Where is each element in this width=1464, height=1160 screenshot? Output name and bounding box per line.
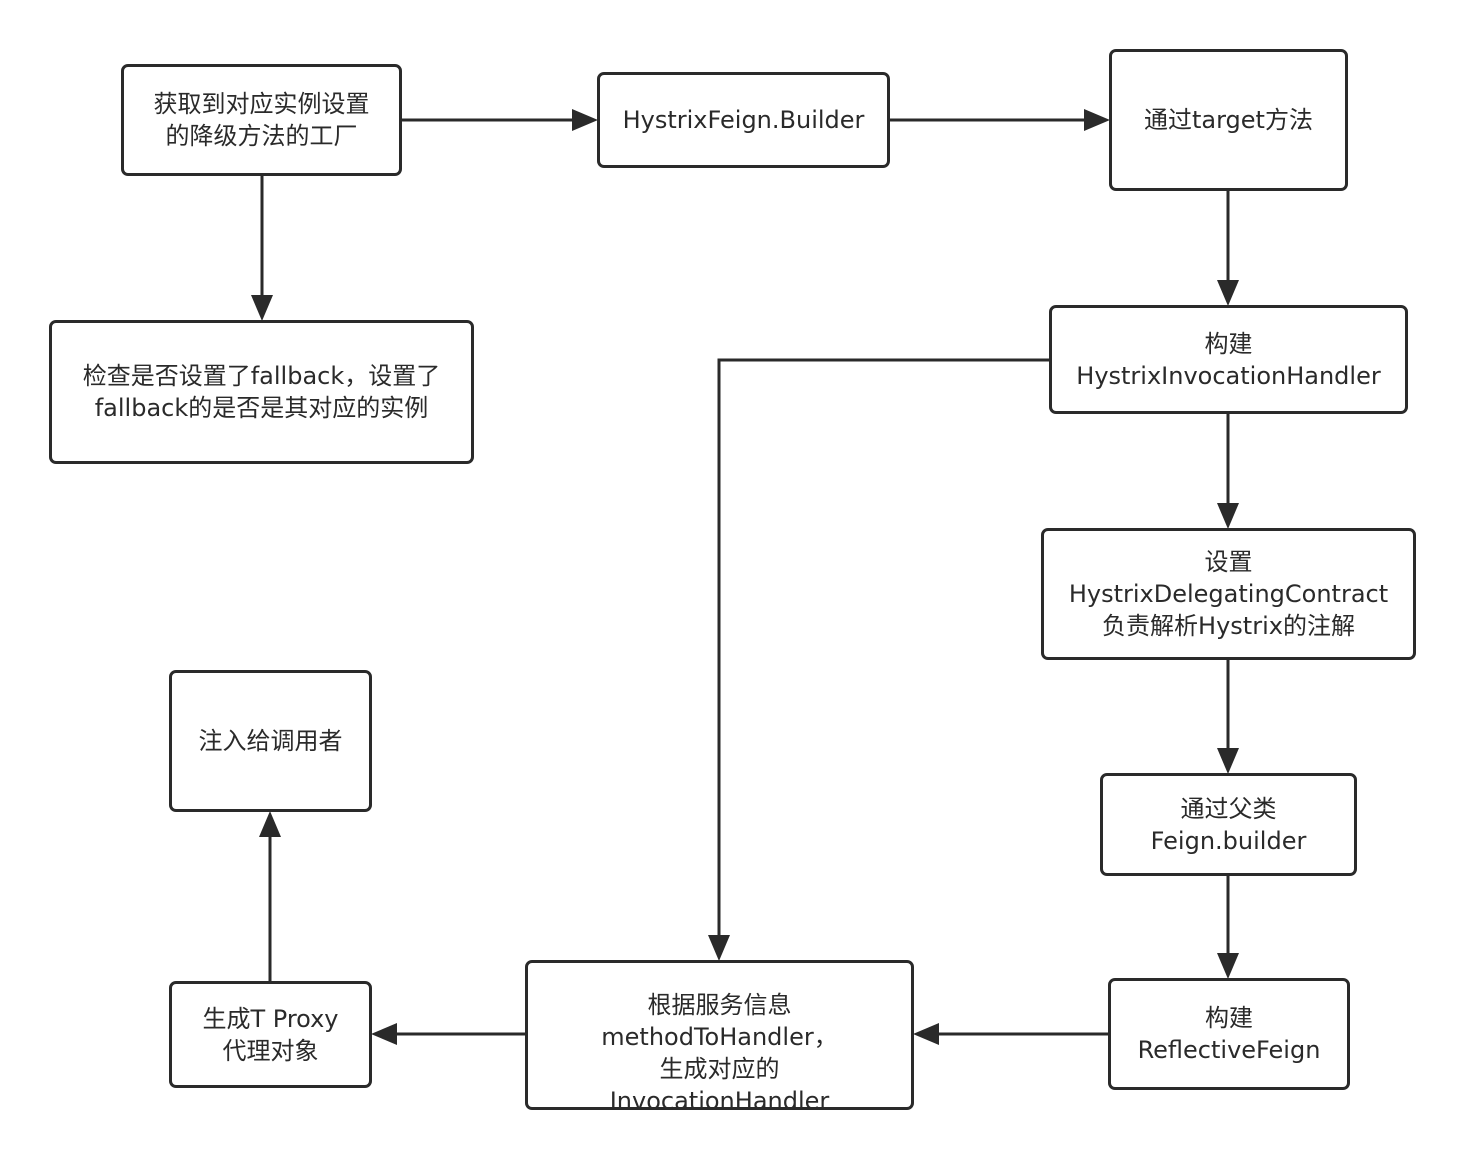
node-parent-builder-line-1: 通过父类 [1180, 794, 1277, 823]
arrowhead-factory-to-check [251, 295, 273, 321]
node-get-factory: 获取到对应实例设置 的降级方法的工厂 [121, 64, 402, 176]
node-target-method: 通过target方法 [1109, 49, 1348, 191]
node-get-factory-line-1: 获取到对应实例设置 [153, 90, 370, 118]
node-method-to-handler-line-4: InvocationHandler [609, 1087, 830, 1110]
node-build-reflective-feign-line-2: ReflectiveFeign [1137, 1036, 1321, 1064]
arrowhead-handler-to-method [708, 935, 730, 961]
node-hystrix-feign-builder: HystrixFeign.Builder [597, 72, 890, 168]
node-method-to-handler: 根据服务信息 methodToHandler， 生成对应的 Invocation… [525, 960, 914, 1110]
node-set-contract: 设置 HystrixDelegatingContract 负责解析Hystrix… [1041, 528, 1416, 660]
arrowhead-proxy-to-inject [259, 811, 281, 837]
node-hystrix-feign-builder-line-1: HystrixFeign.Builder [622, 106, 865, 134]
arrowhead-target-to-handler [1217, 280, 1239, 306]
node-check-fallback-line-1: 检查是否设置了fallback，设置了 [82, 362, 441, 390]
arrowhead-reflective-to-method [913, 1023, 939, 1045]
node-build-reflective-feign: 构建 ReflectiveFeign [1108, 978, 1350, 1090]
node-build-invocation-handler-line-2: HystrixInvocationHandler [1076, 361, 1381, 390]
node-inject-caller-line-1: 注入给调用者 [198, 727, 343, 755]
arrowhead-parent-to-reflective [1217, 953, 1239, 979]
node-get-factory-line-2: 的降级方法的工厂 [165, 122, 358, 150]
node-generate-proxy: 生成T Proxy 代理对象 [169, 981, 372, 1088]
node-generate-proxy-line-1: 生成T Proxy [202, 1004, 339, 1033]
node-set-contract-line-2: HystrixDelegatingContract [1068, 580, 1389, 608]
node-build-reflective-feign-line-1: 构建 [1205, 1004, 1253, 1032]
arrowhead-builder-to-target [1084, 109, 1110, 131]
node-method-to-handler-line-1: 根据服务信息 [647, 991, 792, 1019]
arrowhead-factory-to-builder [572, 109, 598, 131]
node-set-contract-line-3: 负责解析Hystrix的注解 [1102, 612, 1355, 640]
node-set-contract-line-1: 设置 [1204, 548, 1253, 576]
node-check-fallback-line-2: fallback的是否是其对应的实例 [94, 394, 429, 422]
node-check-fallback: 检查是否设置了fallback，设置了 fallback的是否是其对应的实例 [49, 320, 474, 464]
arrowhead-method-to-proxy [371, 1023, 397, 1045]
node-target-method-line-1: 通过target方法 [1144, 106, 1313, 134]
node-inject-caller: 注入给调用者 [169, 670, 372, 812]
arrow-handler-to-method [717, 358, 1050, 940]
node-parent-builder: 通过父类 Feign.builder [1100, 773, 1357, 876]
arrowhead-contract-to-parent [1217, 748, 1239, 774]
arrowhead-handler-to-contract [1217, 503, 1239, 529]
node-parent-builder-line-2: Feign.builder [1150, 826, 1307, 855]
node-method-to-handler-line-3: 生成对应的 [659, 1055, 780, 1083]
node-build-invocation-handler: 构建 HystrixInvocationHandler [1049, 305, 1408, 414]
node-method-to-handler-line-2: methodToHandler， [601, 1023, 838, 1051]
node-build-invocation-handler-line-1: 构建 [1204, 329, 1253, 358]
node-generate-proxy-line-2: 代理对象 [222, 1036, 319, 1065]
